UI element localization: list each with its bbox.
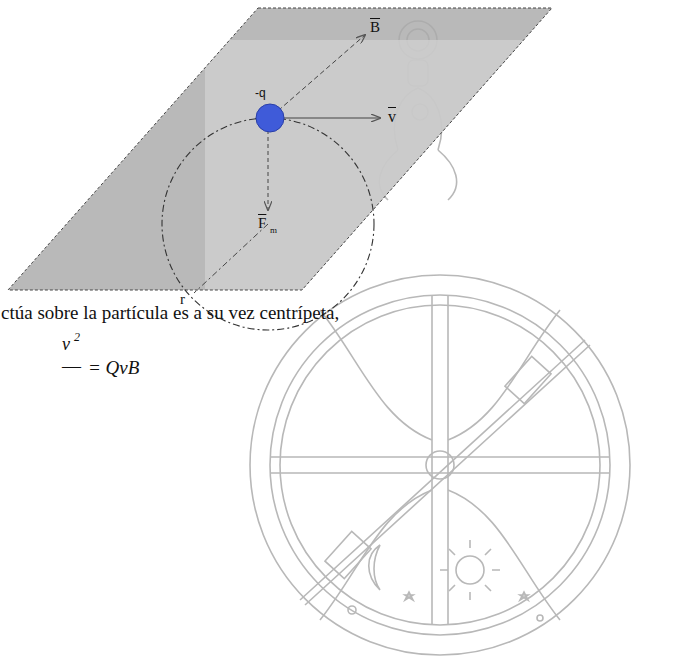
plane bbox=[8, 8, 565, 300]
equation-exponent: 2 bbox=[74, 331, 80, 343]
radius-line bbox=[194, 224, 268, 293]
equation-term: v bbox=[62, 335, 70, 353]
fraction-bar: — bbox=[62, 356, 81, 375]
force-vector bbox=[268, 130, 269, 210]
charge-label: -q bbox=[255, 87, 266, 99]
body-text: ctúa sobre la partícula es a su vez cent… bbox=[1, 303, 339, 322]
field-label: B bbox=[370, 20, 380, 35]
field-vector bbox=[272, 35, 365, 116]
charged-particle bbox=[256, 104, 284, 132]
force-subscript: m bbox=[270, 226, 277, 235]
equation-text: = QvB bbox=[88, 358, 139, 377]
force-label: F bbox=[258, 216, 266, 231]
velocity-label: v bbox=[388, 109, 396, 125]
velocity-vector bbox=[270, 117, 380, 118]
orbit-circle bbox=[162, 118, 374, 330]
